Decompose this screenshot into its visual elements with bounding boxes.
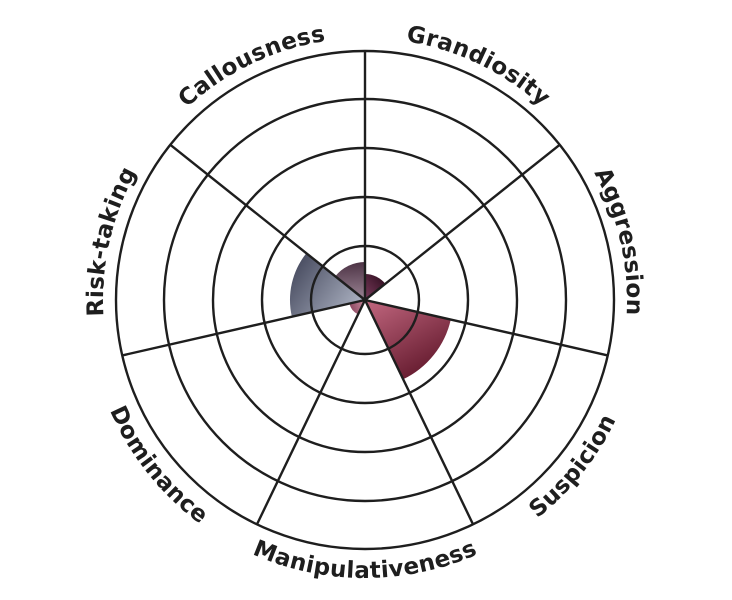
label-grandiosity: Grandiosity	[405, 21, 555, 111]
label-callousness: Callousness	[174, 21, 328, 112]
grid-spoke	[364, 298, 609, 357]
grid-spoke	[255, 299, 367, 525]
label-dominance: Dominance	[104, 402, 212, 529]
label-manipulativeness: Manipulativeness	[250, 536, 481, 584]
wedge-suspicion	[365, 300, 451, 380]
grid-spoke	[363, 299, 475, 525]
grid-spoke	[364, 143, 561, 301]
wedge-grandiosity	[365, 274, 386, 300]
grid-spokes	[121, 51, 609, 525]
wedge-callousness	[335, 262, 365, 300]
grid-spoke	[169, 143, 366, 301]
label-aggression: Aggression	[589, 163, 647, 315]
label-risk-taking: Risk-taking	[83, 163, 142, 317]
grid-spoke	[121, 298, 366, 357]
wedge-risk-taking	[290, 253, 365, 317]
data-wedges	[290, 253, 451, 380]
label-suspicion: Suspicion	[524, 410, 621, 523]
